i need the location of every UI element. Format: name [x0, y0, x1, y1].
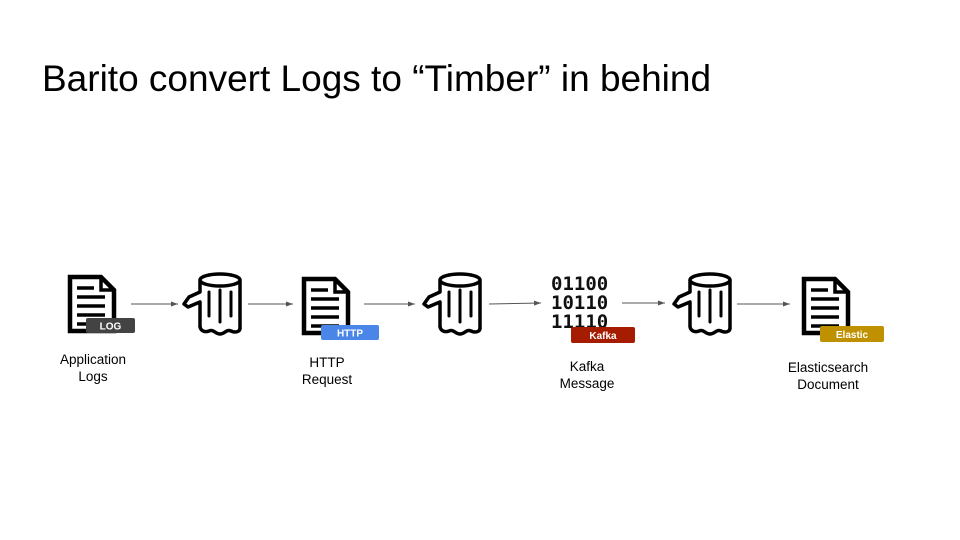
caption-line: Logs — [78, 369, 108, 384]
elastic-badge-label: Elastic — [836, 330, 869, 341]
document-icon — [304, 279, 348, 333]
caption-line: Document — [797, 377, 859, 392]
elasticsearch-document-caption: Elasticsearch Document — [788, 359, 868, 393]
http-badge — [321, 325, 379, 340]
binary-row: 01100 — [551, 273, 608, 295]
http-request-caption: HTTP Request — [302, 354, 352, 388]
elastic-badge — [820, 326, 884, 342]
log-badge-label: LOG — [100, 322, 122, 333]
application-logs-caption: Application Logs — [60, 351, 126, 385]
caption-line: Application — [59, 352, 127, 367]
log-stump-icon — [672, 272, 732, 336]
log-badge — [86, 318, 135, 333]
http-request-node: HTTP — [304, 279, 379, 340]
caption-line: Elasticsearch — [787, 360, 869, 375]
application-logs-node: LOG — [70, 277, 135, 333]
log-stump-icon — [182, 272, 242, 336]
slide-title: Barito convert Logs to “Timber” in behin… — [42, 58, 712, 99]
http-badge-label: HTTP — [337, 329, 363, 340]
binary-icon: 01100 10110 11110 — [551, 273, 608, 333]
caption-line: Kafka — [569, 359, 605, 374]
kafka-badge-label: Kafka — [589, 331, 617, 342]
caption-line: Request — [301, 372, 353, 387]
elasticsearch-document-node: Elastic — [804, 279, 884, 342]
document-icon — [804, 279, 848, 333]
kafka-message-node: 01100 10110 11110 Kafka — [551, 273, 635, 343]
caption-line: Message — [559, 376, 615, 391]
log-stump-icon — [422, 272, 482, 336]
flow-arrow — [488, 300, 542, 306]
kafka-badge — [571, 327, 635, 343]
kafka-message-caption: Kafka Message — [560, 358, 615, 392]
binary-row: 10110 — [551, 292, 608, 314]
caption-line: HTTP — [309, 355, 345, 370]
